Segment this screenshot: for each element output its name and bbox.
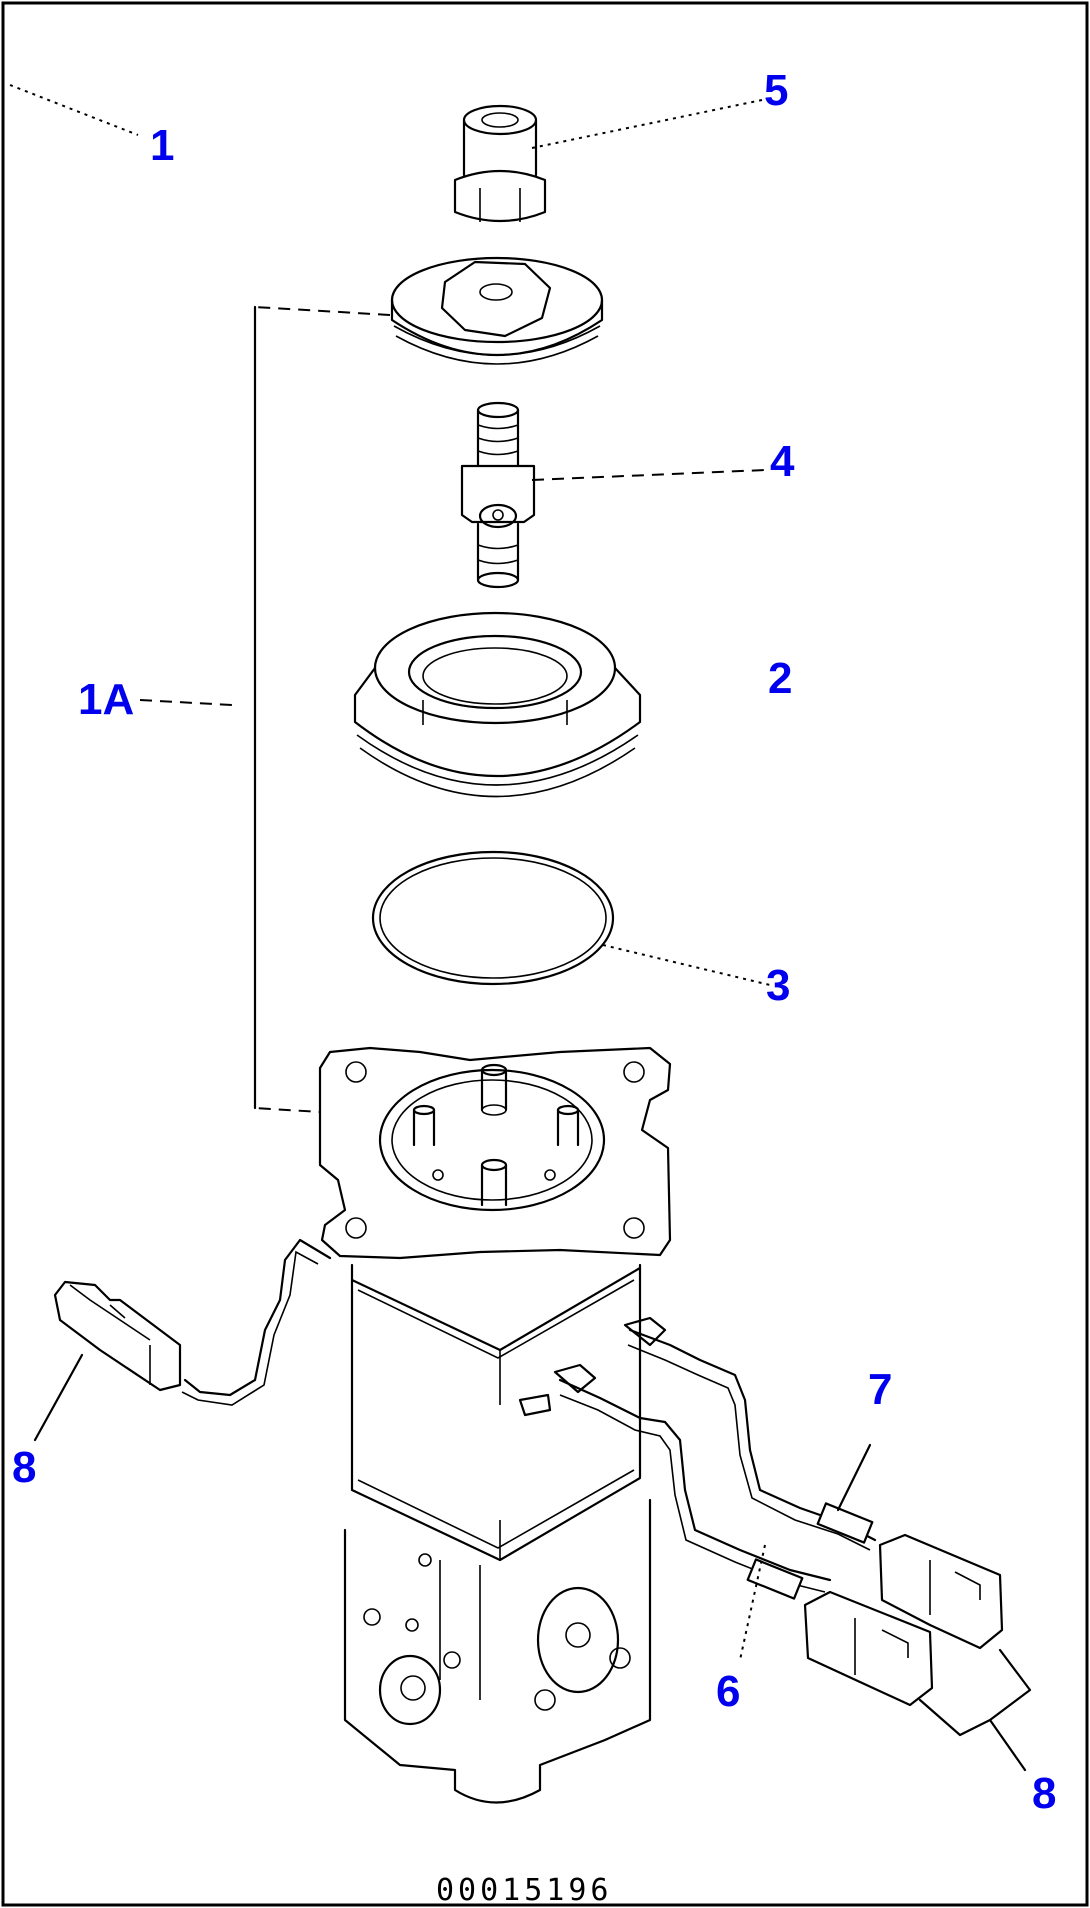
callout-3: 3	[766, 961, 790, 1010]
callout-1a: 1A	[78, 675, 134, 724]
callout-labels: 1 1A 2 3 4 5 6 7 8 8	[12, 66, 1056, 1818]
wire-harness-right	[518, 1316, 1004, 1707]
callout-8-left: 8	[12, 1443, 36, 1492]
part-4-stud	[460, 401, 536, 589]
part-2-ring-nut	[353, 611, 642, 798]
callout-1: 1	[150, 121, 174, 170]
callout-4: 4	[770, 437, 795, 486]
callout-2: 2	[768, 654, 792, 703]
callout-8-right: 8	[1032, 1769, 1056, 1818]
part-3-o-ring	[371, 850, 615, 986]
callout-5: 5	[764, 66, 788, 115]
wire-harness-left	[53, 1238, 332, 1406]
drawing-number: 00015196	[436, 1873, 613, 1908]
callout-6: 6	[716, 1667, 740, 1716]
part-5-fitting	[453, 104, 547, 223]
leader-lines	[9, 84, 1032, 1772]
part-valve-body	[318, 1046, 672, 1804]
callout-7: 7	[868, 1365, 892, 1414]
part-cover-plate	[390, 256, 604, 365]
